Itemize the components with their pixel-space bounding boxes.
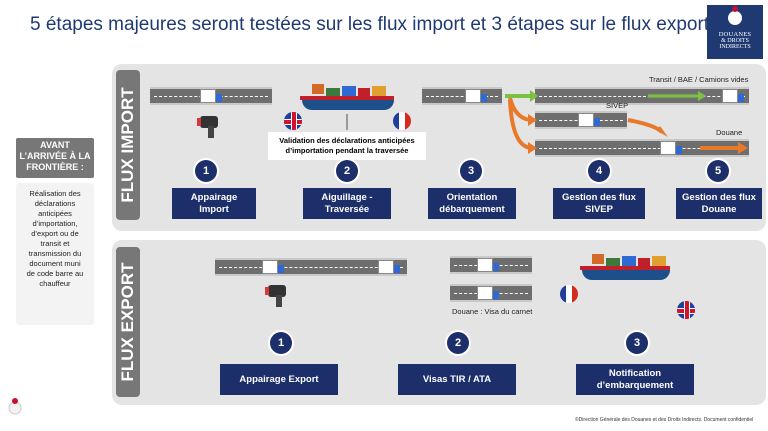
barcode-scanner-icon [197, 116, 218, 138]
import-step-3-number: 3 [460, 160, 482, 182]
desc-line: Réalisation des [29, 189, 81, 198]
marianne-logo-icon [728, 6, 742, 25]
validation-note: Validation des déclarations anticipées d… [268, 132, 426, 160]
marianne-footer-icon [8, 398, 22, 415]
import-step-1-number: 1 [195, 160, 217, 182]
export-label-text: FLUX EXPORT [118, 262, 137, 382]
desc-line: de code barre au [26, 269, 84, 278]
step-line: Gestion des flux [562, 191, 636, 203]
truck-icon [578, 113, 600, 127]
desc-line: d’importation, [32, 219, 78, 228]
sivep-label: SIVEP [606, 101, 629, 110]
france-flag-icon [560, 285, 578, 303]
step-line: Gestion des flux [682, 191, 756, 203]
desc-line: transit et [40, 239, 70, 248]
avant-arrivee-box: AVANT L’ARRIVÉE À LA FRONTIÈRE : [16, 138, 94, 178]
logo-line-2: & DROITS [721, 38, 749, 44]
step-line: Douane [701, 203, 737, 215]
uk-flag-icon [284, 112, 302, 130]
step-line: Traversée [324, 203, 370, 215]
barcode-scanner-icon [265, 285, 286, 307]
douane-visa-label: Douane : Visa du carnet [452, 307, 533, 316]
truck-icon [477, 258, 499, 272]
import-step-4-number: 4 [588, 160, 610, 182]
down-arrow-icon [346, 114, 348, 130]
import-step-2-number: 2 [336, 160, 358, 182]
desc-line: document muni [29, 259, 81, 268]
validation-line-1: Validation des déclarations anticipées [279, 136, 415, 145]
export-vertical-label: FLUX EXPORT [116, 247, 140, 397]
avant-description: Réalisation des déclarations anticipées … [16, 183, 94, 325]
truck-icon [477, 286, 499, 300]
desc-line: d’export ou de [31, 229, 79, 238]
douanes-logo: DOUANES & DROITS INDIRECTS [707, 5, 763, 59]
logo-line-3: INDIRECTS [719, 44, 751, 50]
ship-icon [298, 82, 398, 110]
douane-label: Douane [716, 128, 743, 137]
import-vertical-label: FLUX IMPORT [116, 70, 140, 220]
transit-label: Transit / BAE / Camions vides [649, 75, 749, 84]
avant-line-3: FRONTIÈRE : [26, 162, 84, 172]
france-flag-icon [393, 112, 411, 130]
step-line: Import [199, 203, 229, 215]
step-line: Orientation [446, 191, 498, 203]
validation-line-2: d’importation pendant la traversée [285, 146, 409, 155]
step-line: d’embarquement [596, 379, 674, 391]
uk-flag-icon [677, 301, 695, 319]
truck-icon [378, 260, 400, 274]
step-line: SIVEP [585, 203, 613, 215]
avant-line-2: L’ARRIVÉE À LA [19, 151, 91, 161]
export-step-1-box: Appairage Export [220, 364, 338, 395]
truck-icon [465, 89, 487, 103]
ship-icon [578, 252, 674, 280]
page-title: 5 étapes majeures seront testées sur les… [30, 14, 710, 35]
footer-copyright: ©Direction Générale des Douanes et des D… [575, 417, 754, 423]
douane-road [535, 139, 749, 157]
export-step-1-number: 1 [270, 332, 292, 354]
truck-icon [262, 260, 284, 274]
desc-line: chauffeur [39, 279, 71, 288]
import-step-2-box: Aiguillage -Traversée [303, 188, 391, 219]
import-step-5-number: 5 [707, 160, 729, 182]
desc-line: anticipées [38, 209, 72, 218]
export-step-2-box: Visas TIR / ATA [398, 364, 516, 395]
step-line: Visas TIR / ATA [422, 373, 492, 385]
transit-road [535, 87, 749, 105]
truck-icon [722, 89, 744, 103]
step-line: Appairage Export [239, 373, 319, 385]
step-line: Aiguillage - [321, 191, 373, 203]
avant-line-1: AVANT [40, 140, 70, 150]
step-line: Appairage [190, 191, 238, 203]
step-line: Notification [608, 367, 662, 379]
truck-icon [660, 141, 682, 155]
desc-line: transmission du [28, 249, 82, 258]
step-line: débarquement [439, 203, 505, 215]
logo-line-1: DOUANES [718, 31, 752, 38]
export-step-3-number: 3 [626, 332, 648, 354]
desc-line: déclarations [34, 199, 76, 208]
export-step-2-number: 2 [447, 332, 469, 354]
truck-icon [200, 89, 222, 103]
